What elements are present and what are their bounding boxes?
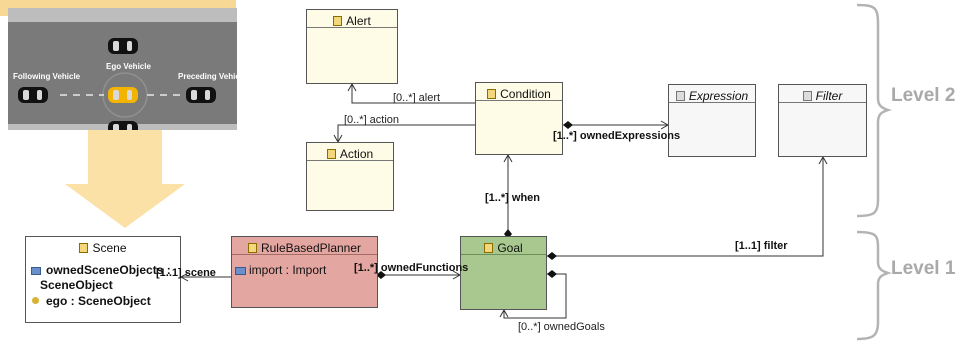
assoc-alert-label: [0..*] alert	[393, 92, 441, 104]
class-alert-name: Alert	[346, 14, 371, 28]
class-scene[interactable]: Scene	[25, 236, 181, 323]
class-expression-name: Expression	[688, 89, 749, 103]
class-planner-name: RuleBasedPlanner	[260, 241, 362, 255]
class-goal[interactable]: Goal	[460, 236, 547, 310]
following-vehicle-label: Following Vehicle	[13, 72, 81, 81]
road-top-edge	[8, 8, 237, 22]
class-rulebasedplanner[interactable]: RuleBasedPlanner	[231, 236, 378, 308]
class-filter-name: Filter	[815, 89, 843, 103]
class-icon	[247, 243, 257, 253]
preceding-vehicle-label: Preceding Vehicle	[178, 72, 247, 81]
assoc-scene-label: [1..1] scene	[156, 267, 216, 279]
class-action[interactable]: Action	[306, 142, 394, 211]
down-arrow-shaft	[88, 130, 162, 186]
down-arrow-head	[65, 184, 185, 228]
assoc-action-label: [0..*] action	[344, 114, 400, 126]
attribute-icon	[32, 297, 39, 304]
planner-import-attr: import : Import	[249, 263, 327, 277]
class-condition[interactable]: Condition	[475, 82, 563, 155]
scene-owned-type: SceneObject	[40, 278, 113, 292]
interface-icon	[675, 91, 685, 101]
reference-icon	[235, 267, 246, 275]
class-filter[interactable]: Filter	[778, 84, 867, 157]
assoc-when-label: [1..*] when	[485, 192, 541, 204]
class-icon	[487, 89, 497, 99]
road-scenario-image	[8, 8, 237, 130]
level-1-label: Level 1	[891, 258, 956, 279]
left-lane-car	[108, 38, 138, 54]
class-icon	[333, 16, 343, 26]
class-icon	[484, 243, 494, 253]
preceding-car	[186, 87, 216, 103]
class-icon	[326, 149, 336, 159]
assoc-filter-label: [1..1] filter	[735, 240, 788, 252]
assoc-ownedfunctions-label: [1..*] ownedFunctions	[354, 262, 469, 274]
assoc-ownedgoals-label: [0..*] ownedGoals	[518, 321, 605, 333]
class-goal-name: Goal	[497, 241, 523, 255]
class-scene-name: Scene	[92, 241, 127, 255]
class-icon	[79, 243, 89, 253]
assoc-ownedexpressions-label: [1..*] ownedExpressions	[553, 130, 681, 142]
ego-vehicle-label: Ego Vehicle	[106, 62, 151, 71]
scene-owned-attr: ownedSceneObjects :	[46, 263, 171, 277]
class-condition-name: Condition	[500, 87, 551, 101]
class-expression[interactable]: Expression	[668, 84, 756, 157]
following-car	[18, 87, 48, 103]
class-alert[interactable]: Alert	[306, 9, 398, 84]
ego-car	[108, 87, 138, 103]
level-2-label: Level 2	[891, 85, 956, 106]
class-action-name: Action	[339, 147, 374, 161]
interface-icon	[802, 91, 812, 101]
scene-ego-attr: ego : SceneObject	[46, 294, 151, 308]
reference-icon	[31, 267, 41, 275]
